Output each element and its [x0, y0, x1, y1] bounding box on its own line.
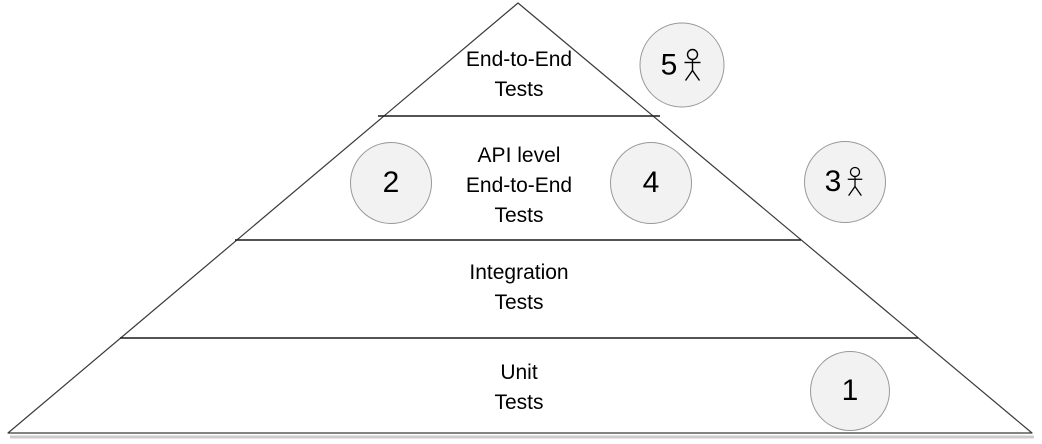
pyramid-triangle: [7, 2, 1033, 434]
marker-badge-2[interactable]: 2: [350, 142, 432, 224]
marker-content-3: 3: [825, 166, 866, 198]
marker-content-5: 5: [661, 48, 704, 82]
marker-content-1: 1: [842, 376, 859, 406]
marker-number-3: 3: [824, 165, 842, 198]
actor-stick-figure-icon: [848, 166, 863, 197]
marker-number-1: 1: [841, 374, 859, 407]
marker-number-4: 4: [642, 166, 660, 199]
marker-number-2: 2: [382, 166, 400, 199]
marker-content-4: 4: [643, 168, 660, 198]
marker-content-2: 2: [383, 168, 400, 198]
marker-badge-3[interactable]: 3: [804, 141, 886, 223]
actor-stick-figure-icon: [684, 48, 701, 81]
marker-badge-4[interactable]: 4: [610, 142, 692, 224]
marker-badge-5[interactable]: 5: [639, 22, 725, 108]
marker-number-5: 5: [660, 48, 678, 81]
marker-badge-1[interactable]: 1: [810, 351, 890, 431]
